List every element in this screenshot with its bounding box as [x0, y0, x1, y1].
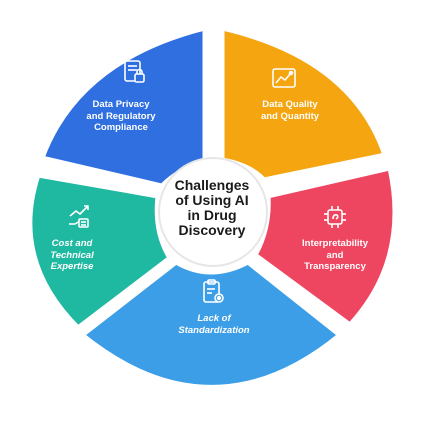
- label-line: Expertise: [50, 261, 94, 272]
- label-standardization: Lack of Standardization: [160, 313, 268, 336]
- center-circle: [158, 157, 268, 267]
- label-cost-expertise: Cost and Technical Expertise: [36, 238, 108, 273]
- segment-cost-expertise: [27, 172, 173, 331]
- clipboard-gear-icon: [199, 278, 227, 306]
- label-line: Data Privacy: [92, 99, 150, 110]
- label-line: and: [326, 249, 344, 261]
- label-line: Compliance: [94, 122, 148, 133]
- label-line: and Quantity: [260, 110, 320, 122]
- brain-chip-icon: [321, 203, 349, 231]
- label-line: Data Quality: [262, 99, 318, 110]
- label-data-quality: Data Quality and Quantity: [240, 99, 340, 122]
- segment-standardization: [79, 259, 343, 390]
- chart-frame-icon: [270, 64, 298, 92]
- center-title: Challenges of Using AI in Drug Discovery: [158, 178, 266, 238]
- label-line: Transparency: [304, 261, 366, 272]
- label-data-privacy: Data Privacy and Regulatory Compliance: [67, 99, 175, 134]
- label-line: Interpretability: [302, 238, 368, 249]
- hand-growth-icon: [66, 202, 94, 230]
- label-interpretability: Interpretability and Transparency: [285, 238, 385, 273]
- center-title-line: of Using AI: [175, 192, 249, 208]
- document-lock-icon: [120, 58, 148, 86]
- label-line: and Regulatory: [86, 110, 156, 122]
- label-line: Technical: [50, 249, 94, 261]
- center-title-line: in Drug: [187, 207, 237, 223]
- label-line: Standardization: [178, 324, 250, 336]
- center-title-line: Discovery: [178, 222, 246, 238]
- label-line: Lack of: [197, 313, 231, 324]
- label-line: Cost and: [51, 238, 93, 249]
- center-title-line: Challenges: [174, 177, 250, 193]
